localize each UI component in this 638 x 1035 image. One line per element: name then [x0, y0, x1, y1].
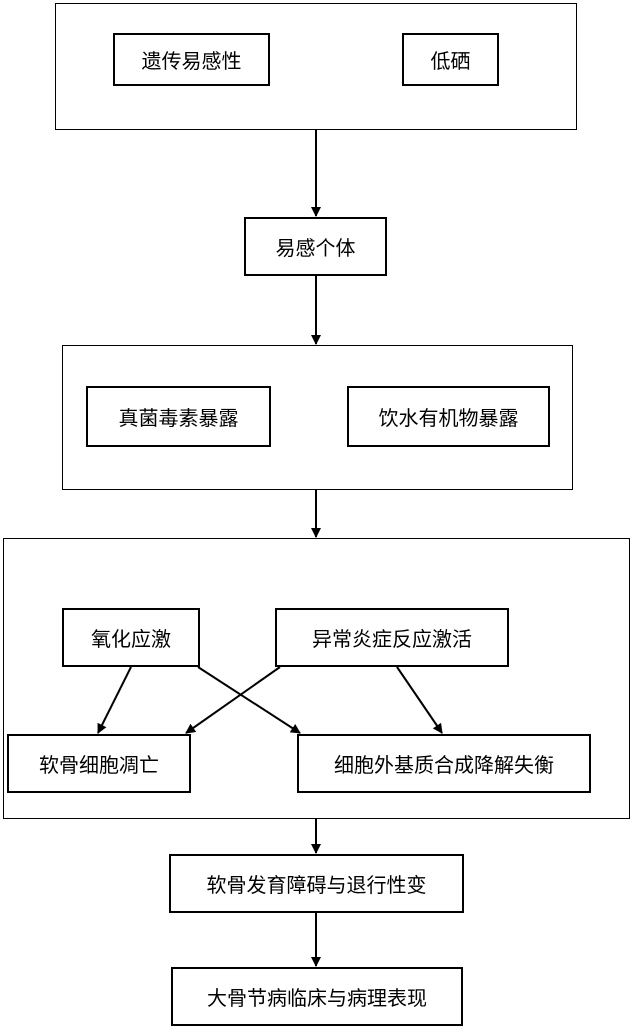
kbd-manifestations-box: 大骨节病临床与病理表现 [171, 967, 463, 1026]
arrow-oxidative-to-apoptosis [97, 666, 132, 734]
genetic-susceptibility-box: 遗传易感性 [113, 33, 270, 86]
arrow-oxidative-to-ecm [197, 666, 301, 734]
mechanism-group [3, 538, 630, 819]
abnormal-inflammation-box: 异常炎症反应激活 [275, 608, 509, 667]
susceptible-individual-box: 易感个体 [244, 217, 387, 276]
mycotoxin-exposure-box: 真菌毒素暴露 [86, 386, 271, 447]
chondrocyte-apoptosis-box: 软骨细胞凋亡 [7, 734, 191, 793]
cartilage-disorder-box: 软骨发育障碍与退行性变 [169, 854, 464, 913]
arrow-inflammation-to-apoptosis [185, 666, 281, 734]
oxidative-stress-box: 氧化应激 [62, 608, 200, 667]
low-selenium-box: 低硒 [402, 33, 499, 86]
genetic-factors-group [55, 3, 577, 130]
exposure-factors-group [62, 345, 573, 490]
ecm-imbalance-box: 细胞外基质合成降解失衡 [297, 734, 591, 793]
water-organic-exposure-box: 饮水有机物暴露 [347, 386, 550, 447]
arrow-inflammation-to-ecm [396, 666, 443, 734]
